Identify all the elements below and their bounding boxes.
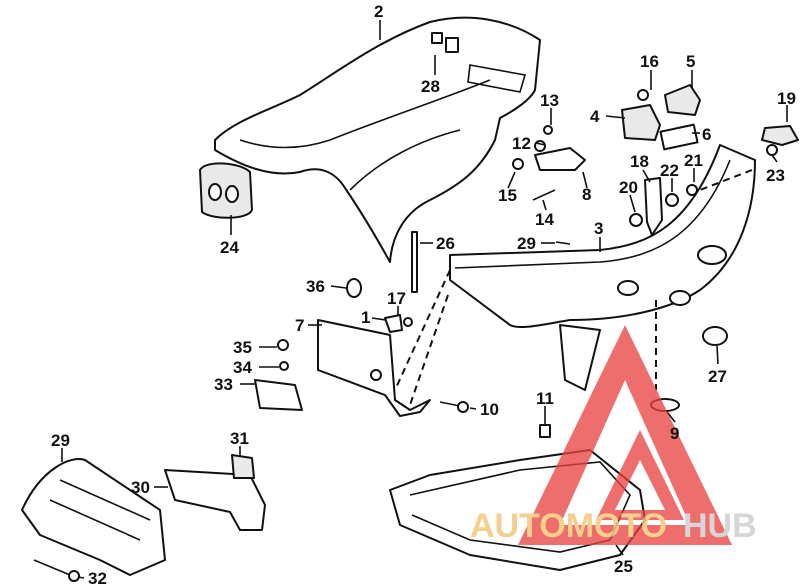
callout-10: 10	[480, 400, 499, 419]
callout-29-upper: 29	[517, 234, 536, 253]
watermark-logo: AUTOMOTO HUB	[470, 325, 757, 545]
callout-16: 16	[640, 52, 659, 71]
callout-15: 15	[498, 186, 517, 205]
callout-12: 12	[512, 134, 531, 153]
assembly-guide-lines	[394, 169, 753, 406]
callout-27: 27	[708, 367, 727, 386]
callout-24: 24	[220, 238, 239, 257]
callout-18: 18	[630, 152, 649, 171]
callout-11: 11	[536, 389, 554, 408]
callout-34: 34	[233, 358, 252, 377]
callout-4: 4	[590, 107, 600, 126]
callout-7: 7	[295, 316, 304, 335]
callout-labels: 2 28 16 5 13 4 6 19 12 18 22 21 23 15 8 …	[51, 2, 796, 587]
upper-cowling-part	[214, 16, 541, 263]
callout-26: 26	[436, 234, 455, 253]
callout-6: 6	[702, 125, 711, 144]
callout-2: 2	[374, 2, 383, 21]
lower-cover-part	[449, 144, 756, 391]
watermark-text-main: AUTOMOTO	[470, 507, 667, 545]
callout-3: 3	[594, 219, 603, 238]
callout-5: 5	[686, 52, 695, 71]
watermark-text-accent: HUB	[683, 507, 757, 545]
callout-14: 14	[535, 210, 554, 229]
callout-32: 32	[88, 569, 107, 587]
callout-30: 30	[131, 478, 150, 497]
callout-23: 23	[766, 166, 785, 185]
callout-28: 28	[421, 77, 440, 96]
rod-part	[411, 231, 418, 293]
callout-9: 9	[670, 424, 679, 443]
callout-36: 36	[306, 277, 325, 296]
grommet-part	[702, 326, 728, 346]
screw-part	[33, 559, 80, 582]
callout-20: 20	[619, 178, 638, 197]
callout-29-lower: 29	[51, 431, 70, 450]
bracket-assembly-part	[254, 278, 469, 417]
watermark-triangle-icon	[518, 325, 732, 545]
callout-33: 33	[214, 375, 233, 394]
mounting-bracket-part	[21, 458, 166, 576]
callout-25: 25	[614, 557, 633, 576]
rubber-mount-part	[199, 162, 253, 219]
callout-1: 1	[361, 308, 370, 327]
watermark-inner-triangle-icon	[596, 430, 684, 520]
callout-19: 19	[777, 89, 796, 108]
small-parts-group	[512, 84, 799, 245]
callout-8: 8	[582, 185, 591, 204]
callout-13: 13	[540, 91, 559, 110]
callout-35: 35	[233, 338, 252, 357]
callout-22: 22	[660, 161, 679, 180]
plate-part	[164, 454, 266, 531]
callout-31: 31	[230, 429, 249, 448]
callout-17: 17	[387, 289, 406, 308]
leader-lines	[61, 20, 788, 579]
callout-21: 21	[684, 151, 703, 170]
pin-part	[539, 424, 551, 438]
